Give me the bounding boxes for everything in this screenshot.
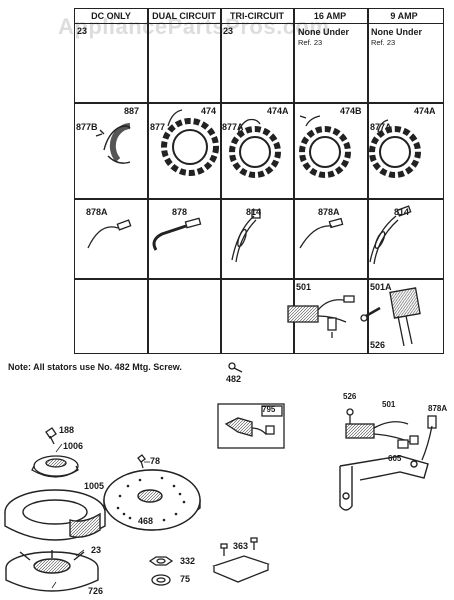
wire-814-tri-drawing [231,209,261,263]
column-header-16-amp: 16 AMP [313,11,347,21]
row1-c4-note-2: Ref. 23 [298,38,323,47]
washer-75-drawing [151,574,171,586]
column-header-dc-only: DC ONLY [91,11,131,21]
bracket-605-drawing [339,455,429,511]
screw-526-drawing [346,408,354,425]
flywheel-screen-468-drawing [103,469,201,531]
wire-814-9amp-drawing [369,205,412,265]
wire-878a-dc-drawing [87,219,132,249]
column-header-9-amp: 9 AMP [390,11,418,21]
grid-cell-r4c2 [147,278,222,354]
row2-c2-label-a: 474 [201,106,217,116]
wire-878a-lower-drawing [421,415,437,461]
row1-c1-ref: 23 [77,26,88,36]
part-label-878a: 878A [428,404,448,413]
grid-cell-r1c2 [147,8,222,104]
flywheel-23-drawing [5,550,99,592]
wire-878-drawing [152,217,202,251]
row2-c5-label-a: 474A [414,106,436,116]
leader-lines [51,443,150,589]
parts-grid: DC ONLY DUAL CIRCUIT TRI-CIRCUIT 16 AMP … [74,8,444,354]
part-label-482: 482 [226,374,242,384]
grid-cell-r2c5 [367,102,444,200]
part-label-526: 526 [343,392,357,401]
ring-gear-1005-drawing [4,489,106,541]
column-header-dual-circuit: DUAL CIRCUIT [152,11,216,21]
row1-c3-ref: 23 [223,26,234,36]
stator-9amp-drawing [369,119,421,178]
regulator-795-box-drawing [217,403,285,449]
part-label-468: 468 [138,516,154,526]
row2-c1-label-a: 887 [124,106,140,116]
row1-c5-note-2: Ref. 23 [371,38,396,47]
part-label-23: 23 [91,545,102,555]
grid-cell-r3c1 [74,198,149,280]
header-divider [74,23,444,24]
grid-cell-r2c3 [220,102,295,200]
row4-c4-label: 501 [296,282,312,292]
row1-c4-note-1: None Under [298,27,350,37]
grid-cell-r3c4 [293,198,369,280]
rectifier-501-lower-drawing [345,421,419,449]
part-label-332: 332 [180,556,196,566]
row3-c1-label: 878A [86,207,108,217]
grid-cell-r1c5 [367,8,444,104]
row2-c3-label-b: 877A [222,122,244,132]
part-label-75: 75 [180,574,191,584]
bracket-363-drawing [212,537,270,583]
grid-cell-r1c3 [220,8,295,104]
screw-188-drawing [45,427,57,445]
row3-c5-label: 814 [394,207,410,217]
grid-cell-r2c4 [293,102,369,200]
watermark: AppliancePartsPros.com [58,14,330,39]
grid-cell-r1c4 [293,8,369,104]
part-label-1006: 1006 [63,441,84,451]
part-label-605: 605 [388,454,402,463]
row3-c2-label: 878 [172,207,188,217]
stator-screw-note: Note: All stators use No. 482 Mtg. Screw… [8,362,182,372]
row1-c5-note-1: None Under [371,27,423,37]
stator-dc-only-drawing [95,123,131,164]
row2-c3-label-a: 474A [267,106,289,116]
part-label-188: 188 [59,425,75,435]
wire-878a-16amp-drawing [299,217,344,249]
part-label-726: 726 [88,586,104,596]
part-label-795: 795 [262,405,276,414]
nut-332-drawing [148,556,174,566]
part-label-501: 501 [382,400,396,409]
row3-c3-label: 814 [246,207,262,217]
grid-cell-r3c5 [367,198,444,280]
grid-cell-r2c2 [147,102,222,200]
row2-c2-label-b: 877 [150,122,166,132]
stator-tri-circuit-drawing [229,118,281,178]
row4-c5-label-a: 501A [370,282,392,292]
part-label-363: 363 [233,541,249,551]
grid-cell-r3c3 [220,198,295,280]
part-label-1005: 1005 [84,481,105,491]
screw-482-drawing [228,362,243,373]
row2-c1-label-b: 877B [76,122,98,132]
rectifier-501-drawing [287,295,355,338]
rectifier-501a-drawing [360,287,421,347]
grid-cell-r2c1 [74,102,149,200]
row4-c5-label-b: 526 [370,340,386,350]
grid-cell-r3c2 [147,198,222,280]
stator-dual-circuit-drawing [161,109,219,176]
grid-cell-r1c1 [74,8,149,104]
row2-c4-label-a: 474B [340,106,362,116]
stator-16amp-drawing [299,115,351,178]
grid-cell-r4c1 [74,278,149,354]
row3-c4-label: 878A [318,207,340,217]
screw-78-drawing [137,454,146,469]
row2-c5-label-b: 877A [370,122,392,132]
part-label-78: 78 [150,456,161,466]
retainer-plate-1006-drawing [31,455,79,478]
column-header-tri-circuit: TRI-CIRCUIT [230,11,284,21]
